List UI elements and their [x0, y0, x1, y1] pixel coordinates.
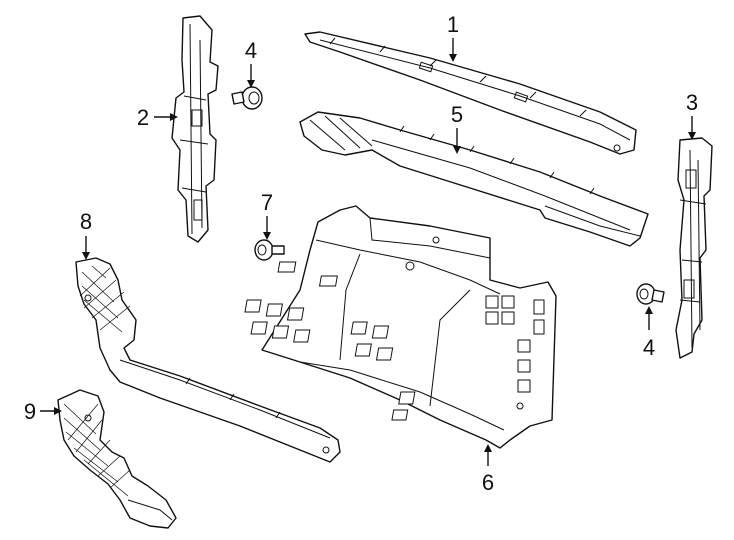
push-pin-clip-part-7: [254, 239, 285, 261]
side-deflector-part-9: [57, 389, 177, 529]
callout-6: 6: [482, 444, 494, 495]
left-air-guide-part-2: [171, 15, 219, 243]
callout-label-5: 5: [451, 102, 463, 127]
callout-1: 1: [447, 12, 459, 62]
callout-label-2: 2: [137, 105, 149, 130]
callout-5: 5: [451, 102, 463, 154]
lower-deflector-part-8: [75, 257, 341, 463]
push-pin-clip-part-4-lower: [636, 283, 665, 305]
callout-7: 7: [261, 190, 273, 240]
callout-3: 3: [686, 90, 698, 140]
radiator-support-part-6: [244, 205, 557, 449]
callout-9: 9: [24, 399, 62, 424]
callout-label-8: 8: [80, 209, 92, 234]
callout-label-9: 9: [24, 399, 36, 424]
upper-tie-bar-part-1: [304, 31, 637, 155]
callout-4-upper: 4: [245, 38, 257, 88]
air-deflector-part-5: [299, 111, 649, 247]
right-air-guide-part-3: [675, 137, 713, 359]
callout-label-3: 3: [686, 90, 698, 115]
callout-label-4-upper: 4: [245, 38, 257, 63]
push-pin-clip-part-4-upper: [231, 86, 263, 110]
callout-label-6: 6: [482, 470, 494, 495]
callout-label-1: 1: [447, 12, 459, 37]
callout-4-lower: 4: [643, 306, 655, 360]
callout-label-7: 7: [261, 190, 273, 215]
callout-2: 2: [137, 105, 178, 130]
carrier-grid-cells: [244, 261, 545, 421]
callout-8: 8: [80, 209, 92, 260]
callout-label-4-lower: 4: [643, 335, 655, 360]
